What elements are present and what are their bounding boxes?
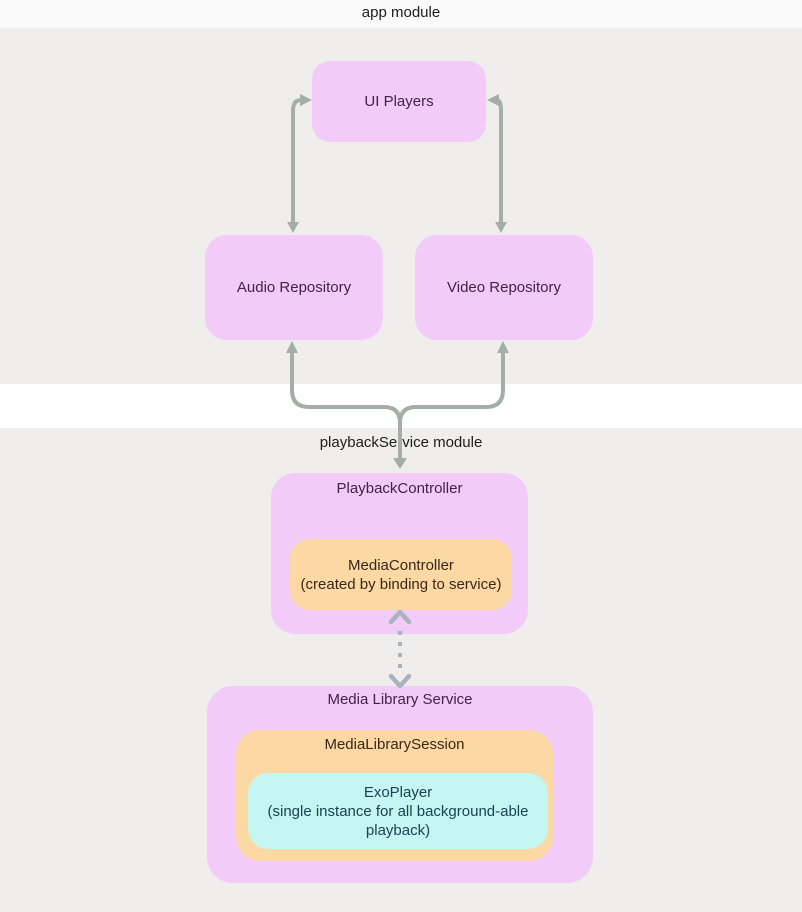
arrowhead-into-audio-repository-top (287, 222, 299, 233)
node-media-library-session-title: MediaLibrarySession (324, 736, 465, 753)
top-white-band (0, 0, 802, 28)
arrow-ui-video-line (495, 98, 503, 225)
app-module-label: app module (361, 4, 441, 21)
arrow-ui-audio-line (291, 98, 303, 225)
arrowhead-into-audio-repository-bottom (286, 341, 298, 353)
arrowhead-into-ui-players-left (300, 94, 312, 106)
arrow-ui-players-audio-repository (287, 94, 312, 233)
node-playback-controller-title: PlaybackController (336, 480, 463, 497)
node-media-controller-line2: (created by binding to service) (300, 575, 502, 593)
module-divider-band (0, 384, 802, 428)
chevron-arrowhead-down (388, 673, 412, 689)
node-media-library-service-title: Media Library Service (327, 691, 473, 708)
node-exo-player-line3: playback) (365, 821, 431, 839)
node-audio-repository-label: Audio Repository (236, 279, 352, 296)
node-ui-players-label: UI Players (364, 93, 434, 110)
node-ui-players: UI Players (312, 61, 486, 142)
node-media-controller: MediaController (created by binding to s… (290, 539, 512, 610)
node-exo-player-line1: ExoPlayer (363, 783, 433, 801)
arrow-ui-players-video-repository (487, 94, 507, 233)
node-video-repository-label: Video Repository (447, 279, 561, 296)
node-video-repository: Video Repository (415, 235, 593, 340)
node-exo-player-line2: (single instance for all background-able (267, 802, 529, 820)
node-media-controller-line1: MediaController (348, 556, 454, 574)
arrowhead-into-playback-controller-top (393, 458, 407, 469)
playback-service-module-label: playbackService module (319, 434, 483, 451)
node-audio-repository: Audio Repository (205, 235, 383, 340)
node-exo-player: ExoPlayer (single instance for all backg… (248, 773, 548, 849)
arrowhead-into-video-repository-bottom (497, 341, 509, 353)
arrowhead-into-ui-players-right (487, 94, 499, 106)
arrowhead-into-video-repository-top (495, 222, 507, 233)
